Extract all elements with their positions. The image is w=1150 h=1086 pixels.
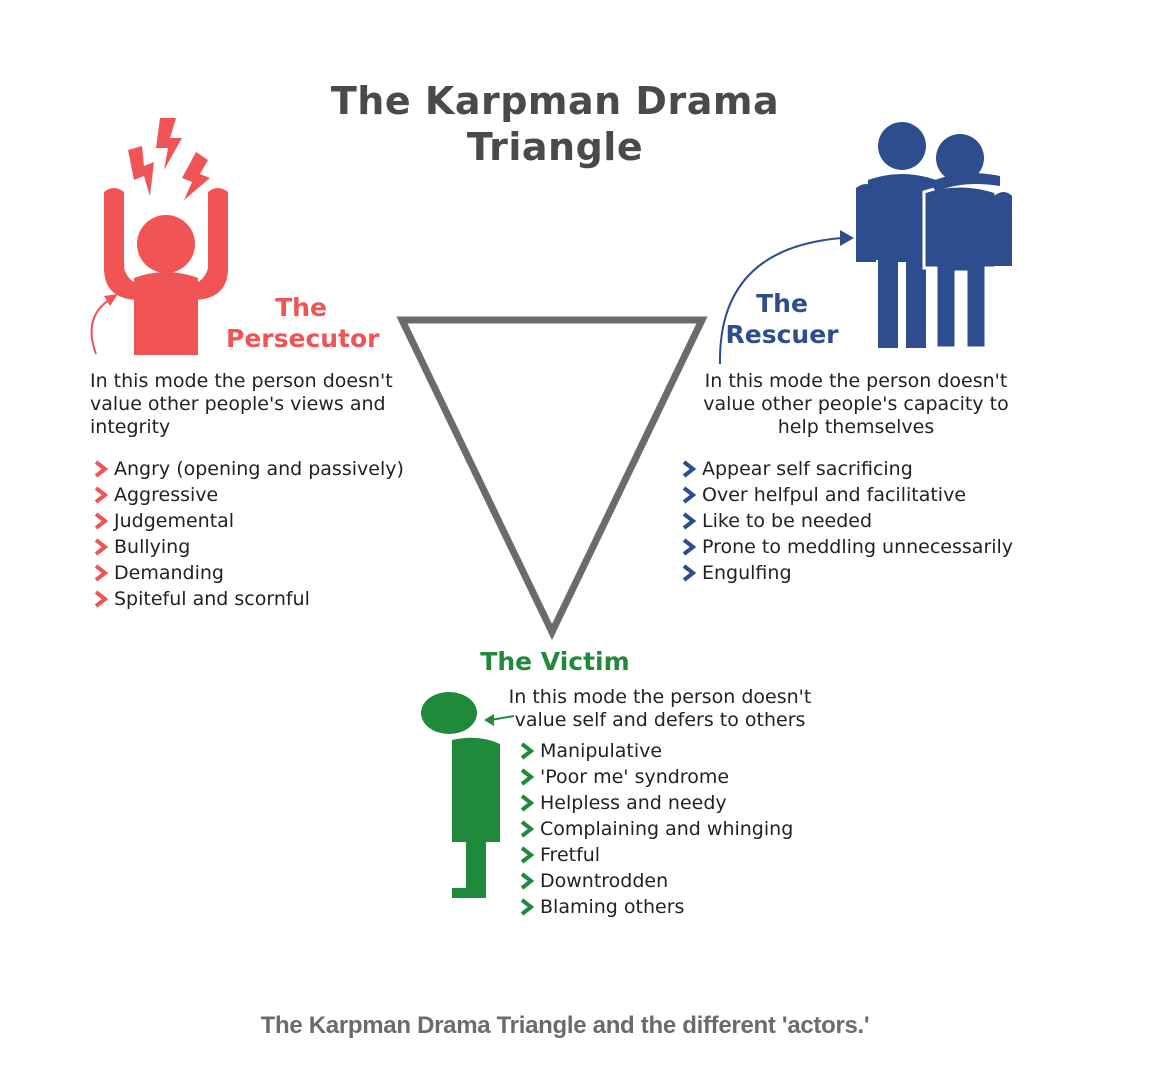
- list-item: Demanding: [92, 560, 404, 586]
- chevron-right-icon: [682, 564, 697, 582]
- trait-text: 'Poor me' syndrome: [540, 766, 730, 788]
- chevron-right-icon: [520, 872, 535, 890]
- list-item: Manipulative: [518, 738, 793, 764]
- title-line-1: The Karpman Drama: [330, 79, 780, 123]
- rescuer-label-line1: The: [756, 289, 808, 318]
- chevron-right-icon: [520, 820, 535, 838]
- victim-label: The Victim: [480, 647, 630, 676]
- list-item: Spiteful and scornful: [92, 586, 404, 612]
- chevron-right-icon: [94, 538, 109, 556]
- victim-description: In this mode the person doesn't value se…: [508, 686, 812, 731]
- trait-text: Appear self sacrificing: [702, 458, 913, 480]
- list-item: Complaining and whinging: [518, 816, 793, 842]
- rescuer-label-line2: Rescuer: [725, 320, 839, 349]
- trait-text: Like to be needed: [702, 510, 873, 532]
- list-item: 'Poor me' syndrome: [518, 764, 793, 790]
- trait-text: Downtrodden: [540, 870, 669, 892]
- chevron-right-icon: [520, 742, 535, 760]
- trait-text: Fretful: [540, 844, 601, 866]
- victim-traits: Manipulative 'Poor me' syndrome Helpless…: [518, 738, 793, 920]
- persecutor-label: The Persecutor: [226, 292, 380, 354]
- trait-text: Over helfpul and facilitative: [702, 484, 967, 506]
- chevron-right-icon: [520, 794, 535, 812]
- trait-text: Engulfing: [702, 562, 792, 584]
- list-item: Helpless and needy: [518, 790, 793, 816]
- list-item: Judgemental: [92, 508, 404, 534]
- title-line-2: Triangle: [466, 125, 644, 169]
- chevron-right-icon: [94, 590, 109, 608]
- list-item: Like to be needed: [680, 508, 1013, 534]
- persecutor-traits: Angry (opening and passively) Aggressive…: [92, 456, 404, 612]
- trait-text: Helpless and needy: [540, 792, 727, 814]
- list-item: Downtrodden: [518, 868, 793, 894]
- chevron-right-icon: [682, 512, 697, 530]
- chevron-right-icon: [520, 846, 535, 864]
- chevron-right-icon: [94, 564, 109, 582]
- list-item: Blaming others: [518, 894, 793, 920]
- trait-text: Demanding: [114, 562, 224, 584]
- rescuer-description: In this mode the person doesn't value ot…: [703, 370, 1009, 438]
- chevron-right-icon: [520, 768, 535, 786]
- list-item: Angry (opening and passively): [92, 456, 404, 482]
- persecutor-description: In this mode the person doesn't value ot…: [90, 370, 393, 438]
- trait-text: Manipulative: [540, 740, 663, 762]
- trait-text: Judgemental: [114, 510, 235, 532]
- trait-text: Blaming others: [540, 896, 685, 918]
- list-item: Prone to meddling unnecessarily: [680, 534, 1013, 560]
- chevron-right-icon: [520, 898, 535, 916]
- list-item: Aggressive: [92, 482, 404, 508]
- list-item: Over helfpul and facilitative: [680, 482, 1013, 508]
- chevron-right-icon: [94, 460, 109, 478]
- list-item: Fretful: [518, 842, 793, 868]
- trait-text: Angry (opening and passively): [114, 458, 404, 480]
- chevron-right-icon: [94, 486, 109, 504]
- chevron-right-icon: [94, 512, 109, 530]
- persecutor-label-line2: Persecutor: [226, 324, 380, 353]
- chevron-right-icon: [682, 486, 697, 504]
- trait-text: Bullying: [114, 536, 191, 558]
- persecutor-label-line1: The: [275, 293, 327, 322]
- trait-text: Complaining and whinging: [540, 818, 794, 840]
- list-item: Appear self sacrificing: [680, 456, 1013, 482]
- chevron-right-icon: [682, 460, 697, 478]
- rescuer-traits: Appear self sacrificing Over helfpul and…: [680, 456, 1013, 586]
- trait-text: Spiteful and scornful: [114, 588, 310, 610]
- figure-caption: The Karpman Drama Triangle and the diffe…: [260, 1012, 870, 1039]
- diagram-title: The Karpman Drama Triangle: [0, 78, 1110, 170]
- list-item: Bullying: [92, 534, 404, 560]
- rescuer-label: The Rescuer: [712, 288, 852, 350]
- trait-text: Aggressive: [114, 484, 219, 506]
- trait-text: Prone to meddling unnecessarily: [702, 536, 1014, 558]
- chevron-right-icon: [682, 538, 697, 556]
- list-item: Engulfing: [680, 560, 1013, 586]
